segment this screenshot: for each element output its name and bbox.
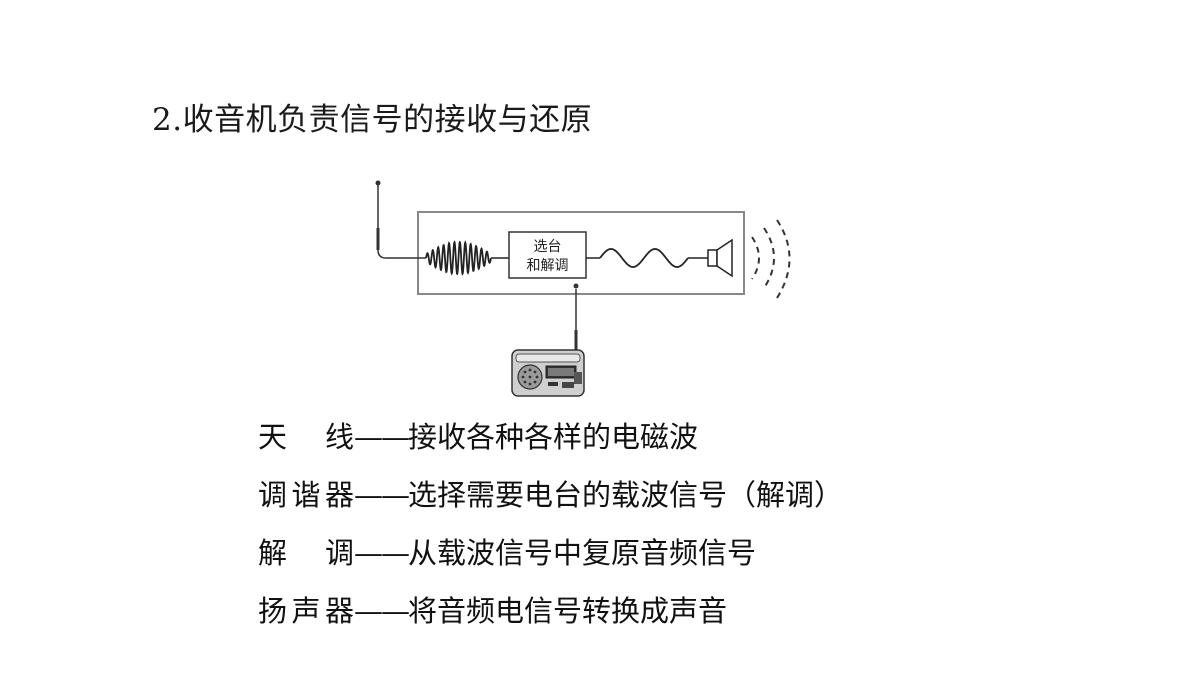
item-name: 天 线 xyxy=(258,420,354,454)
item-dash: —— xyxy=(354,536,410,570)
antenna-icon xyxy=(375,180,426,259)
page-title: 2.收音机负责信号的接收与还原 xyxy=(152,102,593,138)
item-dash: —— xyxy=(354,420,410,454)
item-name: 调谐器 xyxy=(258,478,354,512)
item-name: 扬声器 xyxy=(258,594,354,628)
component-list: 天 线——接收各种各样的电磁波 调谐器——选择需要电台的载波信号（解调） 解 调… xyxy=(258,423,843,655)
item-name: 解 调 xyxy=(258,536,354,570)
speaker-icon xyxy=(707,238,733,278)
radio-receiver-diagram: 选台 和解调 xyxy=(375,180,791,397)
item-desc: 将音频电信号转换成声音 xyxy=(408,594,728,628)
item-desc: 从载波信号中复原音频信号 xyxy=(408,536,757,570)
receiver-frame xyxy=(417,211,745,295)
tuner-label-line1: 选台 xyxy=(534,239,562,255)
sound-waves-icon xyxy=(751,219,791,299)
list-item-antenna: 天 线——接收各种各样的电磁波 xyxy=(258,423,843,452)
item-desc: 选择需要电台的载波信号（解调） xyxy=(408,478,844,512)
item-dash: —— xyxy=(354,594,410,628)
item-desc: 接收各种各样的电磁波 xyxy=(408,420,699,454)
list-item-tuner: 调谐器——选择需要电台的载波信号（解调） xyxy=(258,481,843,510)
list-item-speaker: 扬声器——将音频电信号转换成声音 xyxy=(258,597,843,626)
audio-wave xyxy=(599,248,689,268)
item-dash: —— xyxy=(354,478,410,512)
carrier-wave xyxy=(425,240,492,276)
tuner-block xyxy=(508,231,587,279)
tuner-label-line2: 和解调 xyxy=(527,258,569,274)
radio-icon xyxy=(511,349,585,397)
list-item-demodulation: 解 调——从载波信号中复原音频信号 xyxy=(258,539,843,568)
